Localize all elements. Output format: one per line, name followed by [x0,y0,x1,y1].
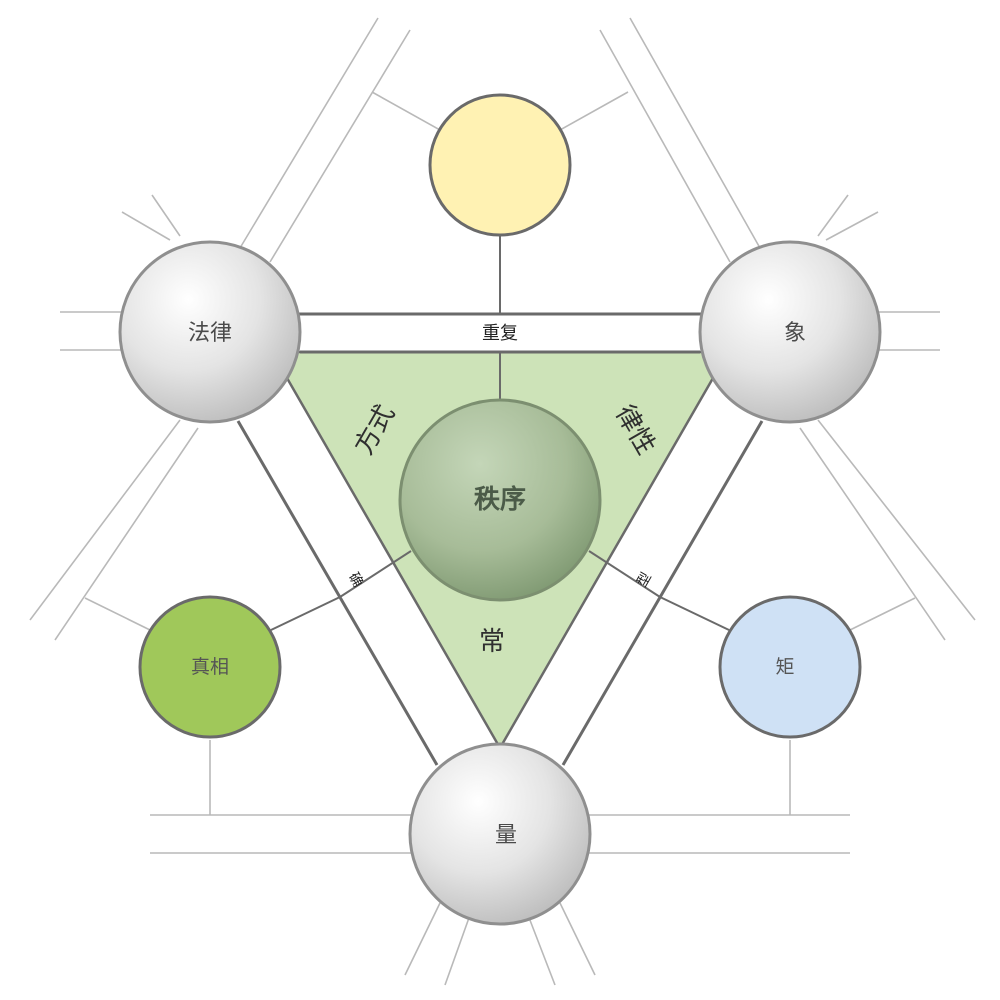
outer-circle-top [428,93,572,237]
triangle-label-bottom: 常 [479,627,505,657]
edge-label-top: 重复 [482,323,518,344]
top-right-label: 象 [784,321,806,346]
edge-label-right: 型 [634,570,655,590]
center-label: 秩序 [474,484,526,515]
edge-label-left: 确 [345,570,366,590]
top-left-label: 法律 [188,321,232,346]
sphere-top-right [698,240,882,424]
outer-circle-left [138,595,282,739]
center-sphere [398,398,602,602]
sphere-top-left [118,240,302,424]
outer-right-label: 矩 [775,656,794,678]
background-lines [29,17,976,986]
outer-left-label: 真相 [191,656,229,678]
outer-circle-right [718,595,862,739]
bottom-label: 量 [495,823,517,848]
connectors [270,236,730,631]
sphere-bottom [408,742,592,926]
